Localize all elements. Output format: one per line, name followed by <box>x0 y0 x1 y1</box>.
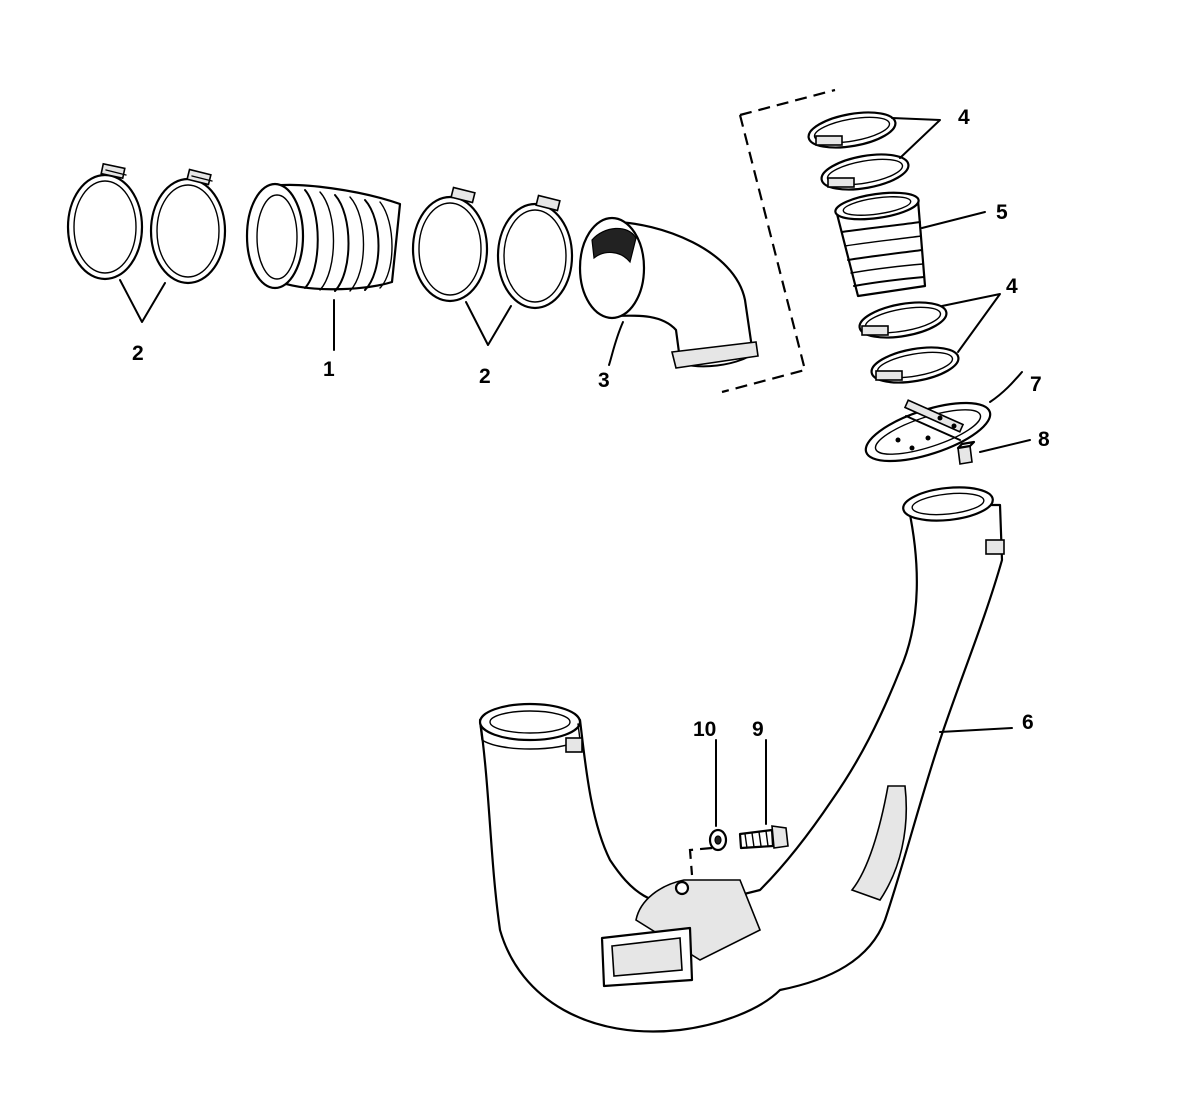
callout-4a: 4 <box>958 106 970 129</box>
callout-10: 10 <box>693 718 716 741</box>
callout-5: 5 <box>996 201 1008 224</box>
hose-clamp-lower-2 <box>870 346 960 384</box>
hex-bolt <box>738 825 789 850</box>
leader-line-3 <box>608 321 624 366</box>
hose-clamp-left-2 <box>149 168 227 285</box>
dashed-assembly-bracket <box>721 88 836 394</box>
leader-line-2a <box>119 279 166 323</box>
exhaust-elbow <box>578 216 759 369</box>
callout-6: 6 <box>1022 711 1034 734</box>
callout-7: 7 <box>1030 373 1042 396</box>
leader-line-4b <box>941 293 1001 353</box>
flapper-valve <box>864 399 992 463</box>
leader-line-2b <box>465 301 512 346</box>
spacer-block <box>956 440 976 465</box>
leader-line-4a <box>891 117 941 159</box>
callout-4b: 4 <box>1006 275 1018 298</box>
exhaust-y-pipe <box>478 486 1005 1033</box>
leader-line-6 <box>939 727 1013 733</box>
dashed-bolt-path <box>688 846 713 876</box>
callout-1: 1 <box>323 358 335 381</box>
callout-2a: 2 <box>132 342 144 365</box>
callout-9: 9 <box>752 718 764 741</box>
leader-line-8 <box>979 439 1031 453</box>
leader-line-7 <box>989 371 1023 403</box>
hose-clamp-left-1 <box>66 162 144 281</box>
hose-clamp-right-1 <box>411 186 489 303</box>
callout-3: 3 <box>598 369 610 392</box>
corrugated-hose <box>245 182 402 292</box>
lock-washer <box>708 828 728 852</box>
hose-clamp-lower-1 <box>858 301 948 339</box>
hose-clamp-right-2 <box>496 194 574 310</box>
hose-clamp-upper-2 <box>820 153 910 191</box>
callout-2b: 2 <box>479 365 491 388</box>
coupling-hose <box>834 191 927 298</box>
leader-line-5 <box>921 211 986 229</box>
hose-clamp-upper-1 <box>807 111 897 149</box>
callout-8: 8 <box>1038 428 1050 451</box>
